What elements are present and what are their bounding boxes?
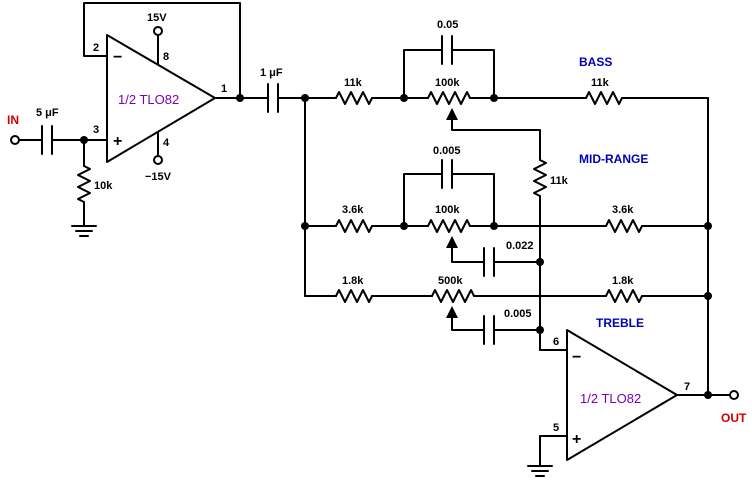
treble-potentiometer-label: 500k (438, 275, 463, 287)
mid-bridge-capacitor (441, 159, 453, 189)
op-amp-2-part-label: 1/2 TLO82 (580, 391, 641, 406)
input-label: IN (7, 113, 19, 127)
coupling-capacitor-label: 1 μF (260, 67, 283, 79)
op-amp-1 (106, 34, 216, 163)
mid-bridge-capacitor-label: 0.005 (433, 145, 461, 157)
mid-input-resistor (335, 219, 373, 233)
bass-capacitor-label: 0.05 (437, 19, 458, 31)
coupling-capacitor (267, 83, 279, 113)
op-amp-2-noninverting-sign: + (572, 431, 581, 448)
op-amp-2-pin-6: 6 (553, 336, 559, 348)
treble-input-resistor (335, 289, 373, 303)
mid-output-resistor (605, 219, 643, 233)
input-capacitor-label: 5 μF (36, 107, 59, 119)
op-amp-1-noninverting-sign: + (113, 133, 122, 150)
bias-resistor-label: 10k (94, 180, 113, 192)
treble-potentiometer[interactable] (431, 289, 475, 303)
treble-output-resistor-label: 1.8k (612, 275, 634, 287)
mid-potentiometer-label: 100k (435, 204, 460, 216)
output-terminal[interactable] (729, 390, 739, 400)
negative-supply-terminal (153, 155, 163, 165)
op-amp-1-inverting-sign: − (113, 49, 122, 66)
bass-feedback-resistor (533, 159, 547, 197)
op-amp-1-pin-2: 2 (93, 42, 99, 54)
op-amp-2-pin-7: 7 (684, 381, 690, 393)
op-amp-1-pin-8: 8 (163, 51, 169, 63)
bass-potentiometer-label: 100k (435, 77, 460, 89)
bass-potentiometer[interactable] (427, 91, 471, 105)
mid-input-resistor-label: 3.6k (342, 204, 364, 216)
op-amp-1-pin-1: 1 (221, 83, 227, 95)
bass-feedback-resistor-label: 11k (550, 175, 569, 187)
input-terminal[interactable] (10, 135, 20, 145)
bass-output-resistor-label: 11k (591, 77, 610, 89)
negative-supply-label: −15V (145, 171, 172, 183)
bass-capacitor (441, 35, 453, 65)
mid-output-resistor-label: 3.6k (612, 204, 634, 216)
mid-wiper-capacitor-label: 0.022 (506, 240, 534, 252)
op-amp-1-pin-3: 3 (93, 124, 99, 136)
op-amp-1-part-label: 1/2 TLO82 (118, 92, 179, 107)
output-label: OUT (721, 411, 747, 425)
bass-section-label: BASS (579, 55, 612, 69)
ground-symbol-input (71, 225, 97, 237)
mid-potentiometer[interactable] (427, 219, 471, 233)
bass-output-resistor (585, 91, 623, 105)
op-amp-2-inverting-sign: − (572, 349, 581, 366)
bass-input-resistor (335, 91, 373, 105)
treble-output-resistor (605, 289, 643, 303)
treble-wiper-capacitor-label: 0.005 (504, 308, 532, 320)
op-amp-2 (566, 329, 678, 461)
treble-section-label: TREBLE (596, 316, 644, 330)
treble-input-resistor-label: 1.8k (342, 275, 364, 287)
bias-resistor (77, 165, 91, 203)
op-amp-2-pin-5: 5 (553, 422, 559, 434)
positive-supply-label: 15V (147, 12, 167, 24)
treble-wiper-capacitor (483, 315, 495, 345)
mid-section-label: MID-RANGE (579, 152, 648, 166)
ground-symbol-output (527, 465, 553, 477)
positive-supply-terminal (153, 26, 163, 36)
input-capacitor (41, 125, 53, 155)
op-amp-1-pin-4: 4 (163, 137, 170, 149)
mid-wiper-capacitor (483, 247, 495, 277)
bass-input-resistor-label: 11k (344, 77, 363, 89)
